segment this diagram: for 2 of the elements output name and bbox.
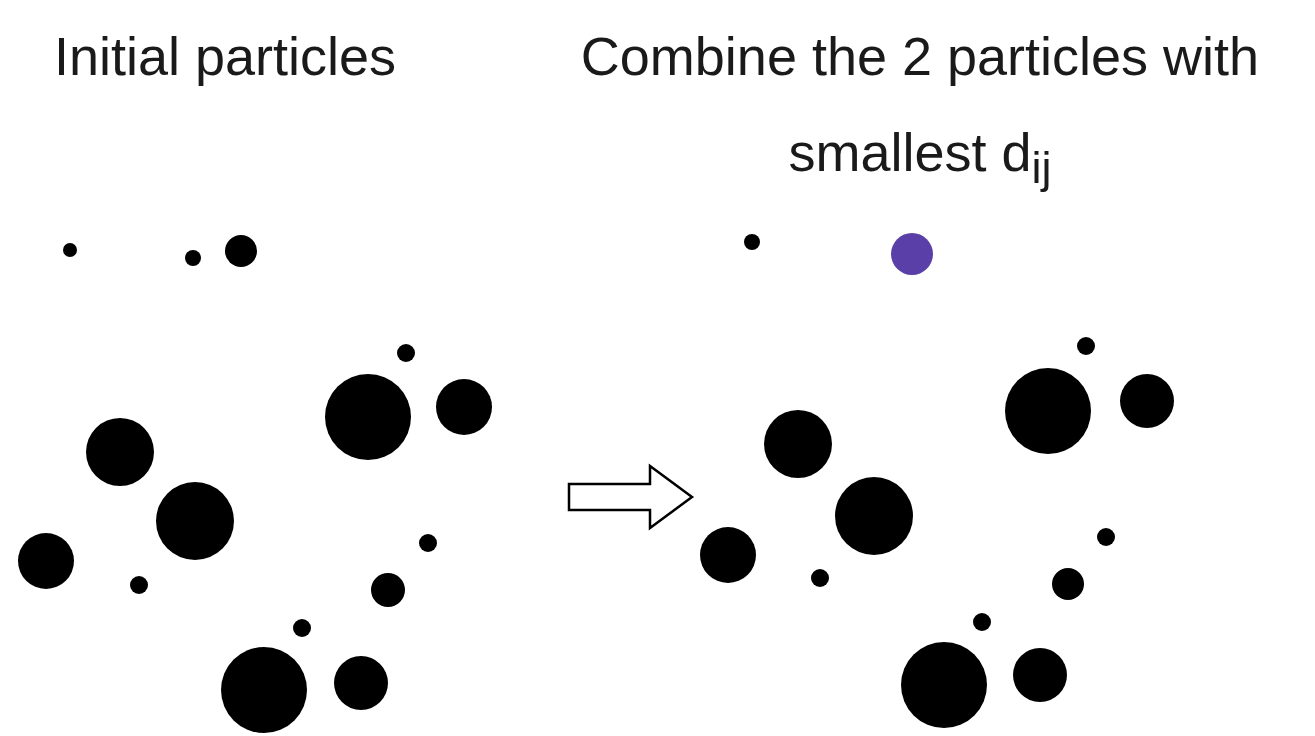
panel-heading: Initial particles bbox=[52, 25, 398, 88]
panel-heading: Combine the 2 particles with smallest d$_{ij}$ bbox=[579, 25, 1261, 195]
